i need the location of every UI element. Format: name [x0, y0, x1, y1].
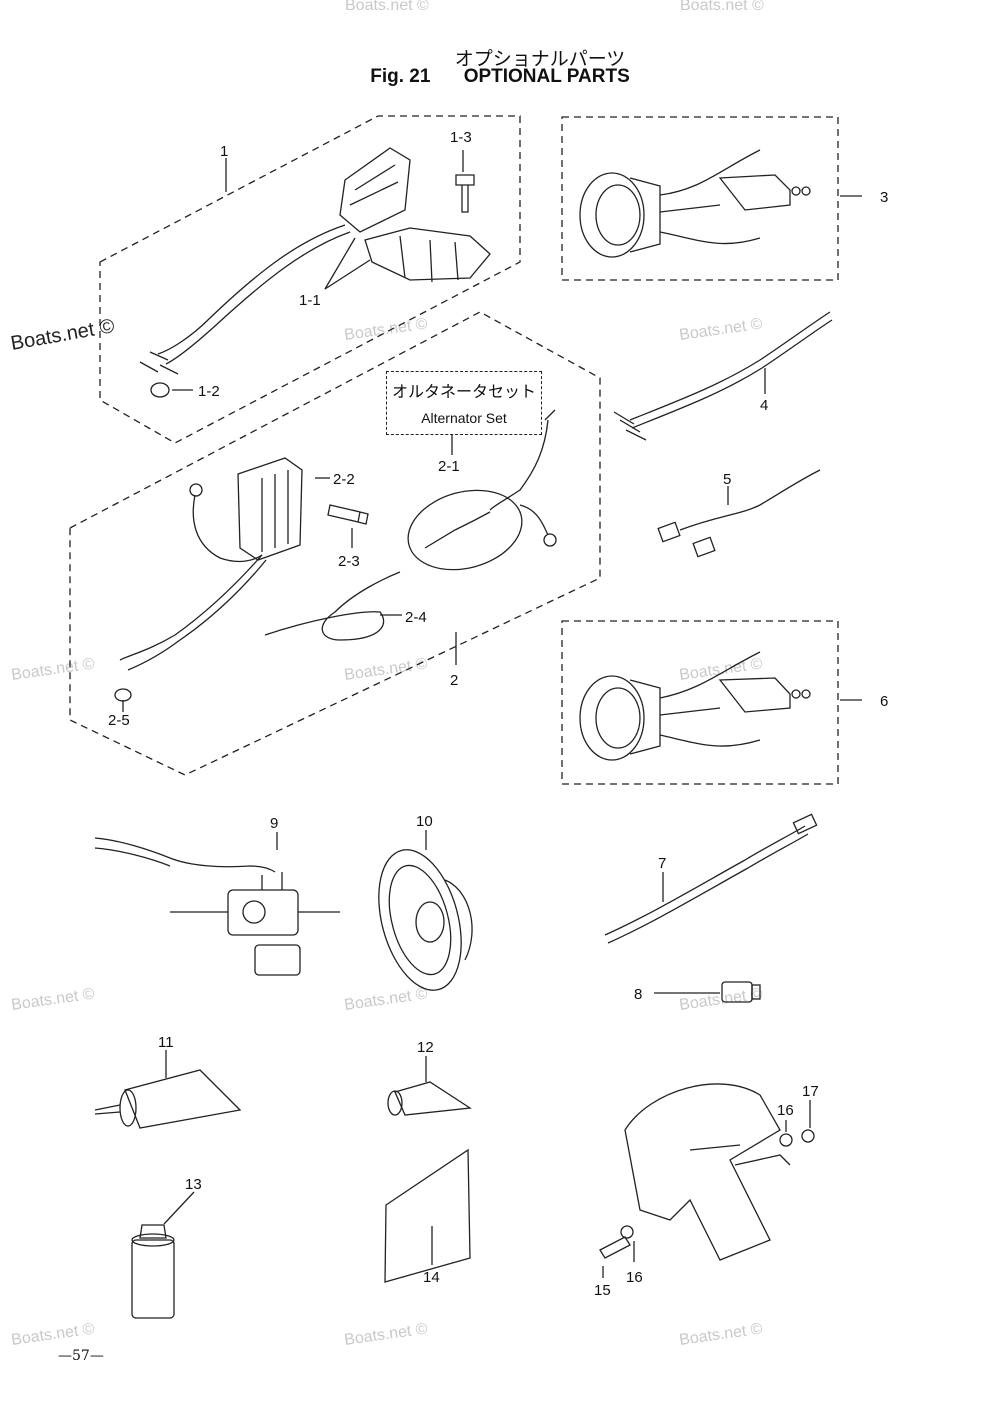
alternator-set-box: オルタネータセット Alternator Set: [386, 371, 542, 435]
callout-2: 2: [450, 672, 458, 689]
alternator-set-label-jp: オルタネータセット: [391, 382, 536, 401]
page-number: —57—: [58, 1348, 104, 1364]
group-1-ignition-coil: [99, 115, 521, 444]
watermark: Boats.net ©: [343, 315, 429, 344]
group-3-tachometer: [561, 116, 862, 281]
callout-1-2: 1-2: [198, 383, 220, 400]
watermark: Boats.net ©: [678, 315, 764, 344]
callout-12: 12: [417, 1039, 434, 1056]
part-11-grease-tube: [94, 1050, 242, 1129]
part-8-fitting: [654, 981, 761, 1003]
watermark: Boats.net ©: [345, 0, 429, 14]
page-title-japanese: オプショナルパーツ: [454, 48, 626, 70]
watermarks: Boats.net © Boats.net © Boats.net © Boat…: [9, 0, 764, 1349]
callout-7: 7: [658, 855, 666, 872]
callout-16: 16: [777, 1102, 794, 1119]
callout-3: 3: [880, 189, 888, 206]
group-6-tachometer: [561, 620, 862, 785]
callout-1: 1: [220, 143, 228, 160]
part-7-lead: [604, 813, 818, 944]
callout-5: 5: [723, 471, 731, 488]
callout-labels: 1 1-1 1-2 1-3 2 2-1 2-2 2-3 2-4 2-5 3 4 …: [108, 129, 888, 1299]
part-10-flywheel-cover: [378, 830, 473, 991]
watermark: Boats.net ©: [678, 985, 764, 1014]
callout-2-3: 2-3: [338, 553, 360, 570]
callout-8: 8: [634, 986, 642, 1003]
callout-6: 6: [880, 693, 888, 710]
callout-9: 9: [270, 815, 278, 832]
callout-2-1: 2-1: [438, 458, 460, 475]
part-15-17-transom-bracket: [599, 1083, 815, 1278]
watermark: Boats.net ©: [10, 655, 96, 684]
watermark: Boats.net ©: [680, 0, 764, 14]
callout-17: 17: [802, 1083, 819, 1100]
callout-2-4: 2-4: [405, 609, 427, 626]
callout-11: 11: [158, 1034, 174, 1051]
group-2-alternator: [69, 311, 601, 776]
watermark: Boats.net ©: [10, 985, 96, 1014]
callout-2-5: 2-5: [108, 712, 130, 729]
part-4-harness: [613, 311, 833, 441]
callout-15: 15: [594, 1282, 611, 1299]
figure-number: Fig. 21: [370, 66, 431, 87]
part-9-fuel-connector: [94, 832, 340, 976]
watermark: Boats.net ©: [343, 985, 429, 1014]
callout-14: 14: [423, 1269, 440, 1286]
figure-title-line: Fig. 21 OPTIONAL PARTS: [0, 66, 1000, 88]
callout-2-2: 2-2: [333, 471, 355, 488]
watermark: Boats.net ©: [343, 1320, 429, 1349]
callout-4: 4: [760, 397, 768, 414]
callout-10: 10: [416, 813, 433, 830]
callout-13: 13: [185, 1176, 202, 1193]
figure-title: OPTIONAL PARTS: [463, 66, 630, 87]
part-5-lead: [657, 469, 821, 558]
watermark: Boats.net ©: [678, 1320, 764, 1349]
callout-16: 16: [626, 1269, 643, 1286]
part-13-can: [131, 1191, 195, 1319]
callout-1-1: 1-1: [299, 292, 321, 309]
part-14-bag: [384, 1148, 471, 1283]
alternator-set-label-en: Alternator Set: [421, 410, 507, 426]
callout-1-3: 1-3: [450, 129, 472, 146]
part-12-small-tube: [387, 1056, 472, 1116]
watermark: Boats.net ©: [10, 1320, 96, 1349]
